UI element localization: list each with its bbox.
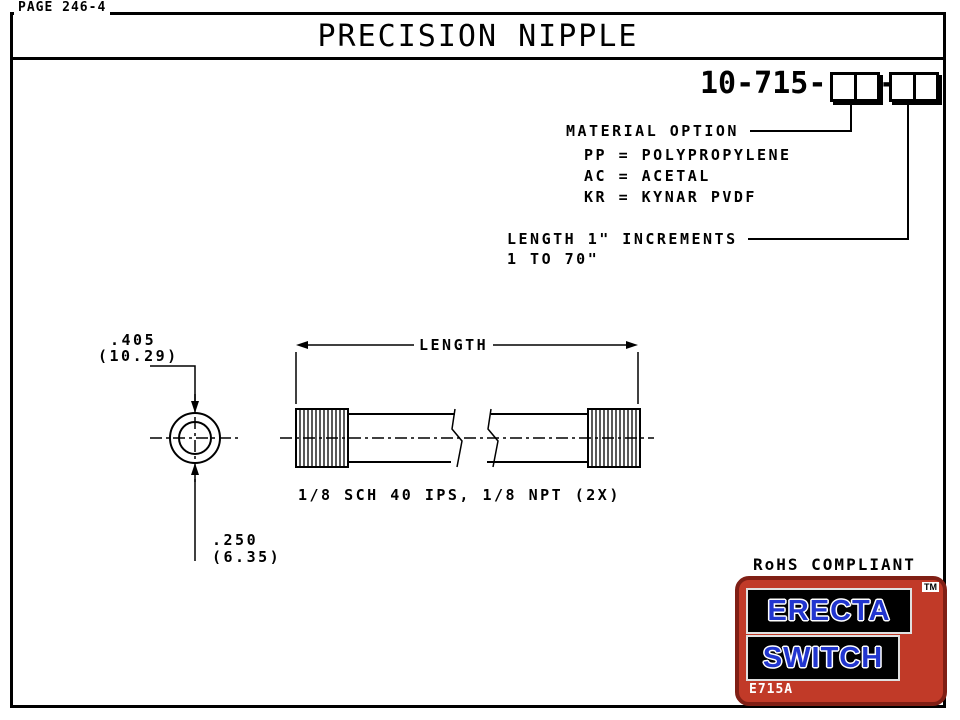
inner-diameter-inch: .250	[212, 531, 259, 549]
length-code-box-2	[916, 75, 937, 99]
material-option-pp: PP = POLYPROPYLENE	[584, 146, 792, 164]
inner-diameter-mm: (6.35)	[212, 548, 282, 566]
inner-diameter-leader	[191, 463, 199, 561]
thread-spec-note: 1/8 SCH 40 IPS, 1/8 NPT (2X)	[298, 486, 621, 504]
title-band: PRECISION NIPPLE	[13, 15, 943, 60]
rohs-compliant-label: RoHS COMPLIANT	[753, 555, 916, 574]
outer-diameter-mm: (10.29)	[98, 347, 179, 365]
logo-model-code: E715A	[749, 682, 794, 697]
material-code-box-2	[857, 75, 878, 99]
outer-diameter-leader	[150, 365, 199, 413]
page-title: PRECISION NIPPLE	[317, 18, 639, 54]
page-number-label: PAGE 246-4	[14, 0, 111, 15]
side-view-nipple	[280, 408, 654, 468]
part-number-prefix: 10-715-	[700, 66, 827, 101]
material-code-box-1	[833, 75, 857, 99]
length-dimension-label: LENGTH	[414, 336, 494, 354]
page-border-frame: PRECISION NIPPLE	[10, 12, 946, 708]
outer-diameter-inch: .405	[110, 331, 157, 349]
part-number-length-boxes	[889, 72, 939, 102]
length-callout-line	[748, 104, 909, 240]
material-option-kr: KR = KYNAR PVDF	[584, 188, 757, 206]
material-option-ac: AC = ACETAL	[584, 167, 711, 185]
logo-erecta-text: ERECTA	[767, 594, 891, 627]
logo-switch-box: SWITCH	[748, 637, 898, 679]
length-code-box-1	[892, 75, 916, 99]
part-number-material-boxes	[830, 72, 880, 102]
material-callout-line	[750, 104, 852, 132]
trademark-symbol: TM	[922, 582, 939, 592]
length-increment-label: LENGTH 1" INCREMENTS	[507, 230, 738, 248]
length-range-label: 1 TO 70"	[507, 250, 600, 268]
logo-erecta-box: ERECTA	[748, 590, 910, 632]
material-option-label: MATERIAL OPTION	[566, 122, 739, 140]
logo-switch-text: SWITCH	[762, 641, 884, 674]
erecta-switch-logo: TM ERECTA SWITCH E715A	[735, 576, 947, 706]
